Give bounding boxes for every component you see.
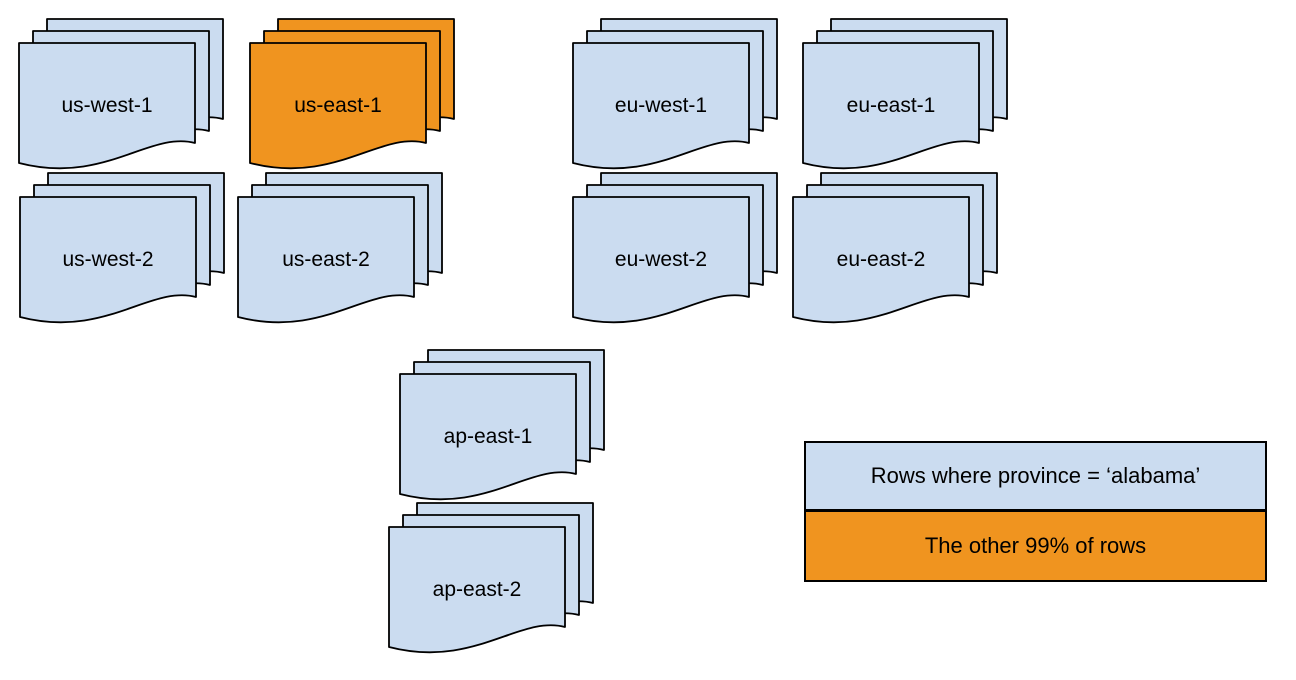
document-stack-icon bbox=[237, 172, 443, 324]
region-stack-eu-east-2: eu-east-2 bbox=[792, 172, 1000, 325]
document-stack-icon bbox=[399, 349, 605, 501]
region-stack-us-east-2: us-east-2 bbox=[237, 172, 445, 325]
legend-item-alabama-rows-label: Rows where province = ‘alabama’ bbox=[870, 462, 1201, 488]
region-stack-ap-east-2: ap-east-2 bbox=[388, 502, 596, 655]
document-stack-icon bbox=[572, 172, 778, 324]
legend-item-other-rows-label: The other 99% of rows bbox=[924, 532, 1147, 558]
region-stack-eu-east-1: eu-east-1 bbox=[802, 18, 1010, 171]
region-stack-eu-west-2: eu-west-2 bbox=[572, 172, 780, 325]
document-page-front bbox=[18, 42, 196, 170]
document-page-front bbox=[572, 196, 750, 324]
document-stack-icon bbox=[572, 18, 778, 170]
document-stack-icon bbox=[802, 18, 1008, 170]
region-stack-us-east-1: us-east-1 bbox=[249, 18, 457, 171]
document-stack-icon bbox=[18, 18, 224, 170]
legend: Rows where province = ‘alabama’ The othe… bbox=[804, 441, 1267, 582]
document-stack-icon bbox=[792, 172, 998, 324]
document-page-front bbox=[19, 196, 197, 324]
document-page-front bbox=[237, 196, 415, 324]
document-page-front bbox=[792, 196, 970, 324]
document-page-front bbox=[802, 42, 980, 170]
region-stack-us-west-2: us-west-2 bbox=[19, 172, 227, 325]
legend-item-other-rows: The other 99% of rows bbox=[806, 511, 1265, 580]
document-stack-icon bbox=[388, 502, 594, 654]
document-page-front bbox=[572, 42, 750, 170]
region-stack-us-west-1: us-west-1 bbox=[18, 18, 226, 171]
document-page-front bbox=[388, 526, 566, 654]
legend-item-alabama-rows: Rows where province = ‘alabama’ bbox=[806, 443, 1265, 512]
document-stack-icon bbox=[249, 18, 455, 170]
region-stack-eu-west-1: eu-west-1 bbox=[572, 18, 780, 171]
document-page-front bbox=[249, 42, 427, 170]
region-stack-ap-east-1: ap-east-1 bbox=[399, 349, 607, 502]
document-stack-icon bbox=[19, 172, 225, 324]
document-page-front bbox=[399, 373, 577, 501]
